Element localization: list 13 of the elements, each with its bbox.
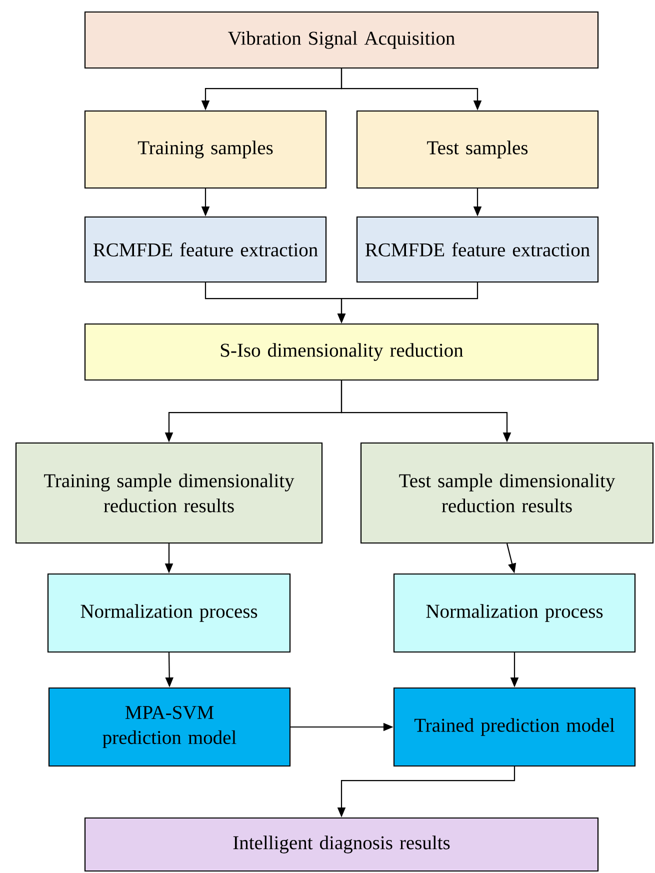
process-box: Trained prediction model [393,687,636,767]
process-box: RCMFDE feature extraction [356,216,599,283]
process-box: Test sample dimensionality reduction results [360,442,654,544]
process-box: Vibration Signal Acquisition [84,11,599,69]
process-box: Normalization process [393,573,636,653]
process-box: Intelligent diagnosis results [84,817,599,872]
process-box: Normalization process [47,573,291,653]
process-box: MPA-SVM prediction model [48,687,291,767]
process-box: Training samples [84,110,327,189]
process-box: Test samples [356,110,599,189]
process-box: Training sample dimensionality reduction results [15,442,323,544]
process-box: S-Iso dimensionality reduction [84,323,599,381]
process-box: RCMFDE feature extraction [84,216,327,283]
